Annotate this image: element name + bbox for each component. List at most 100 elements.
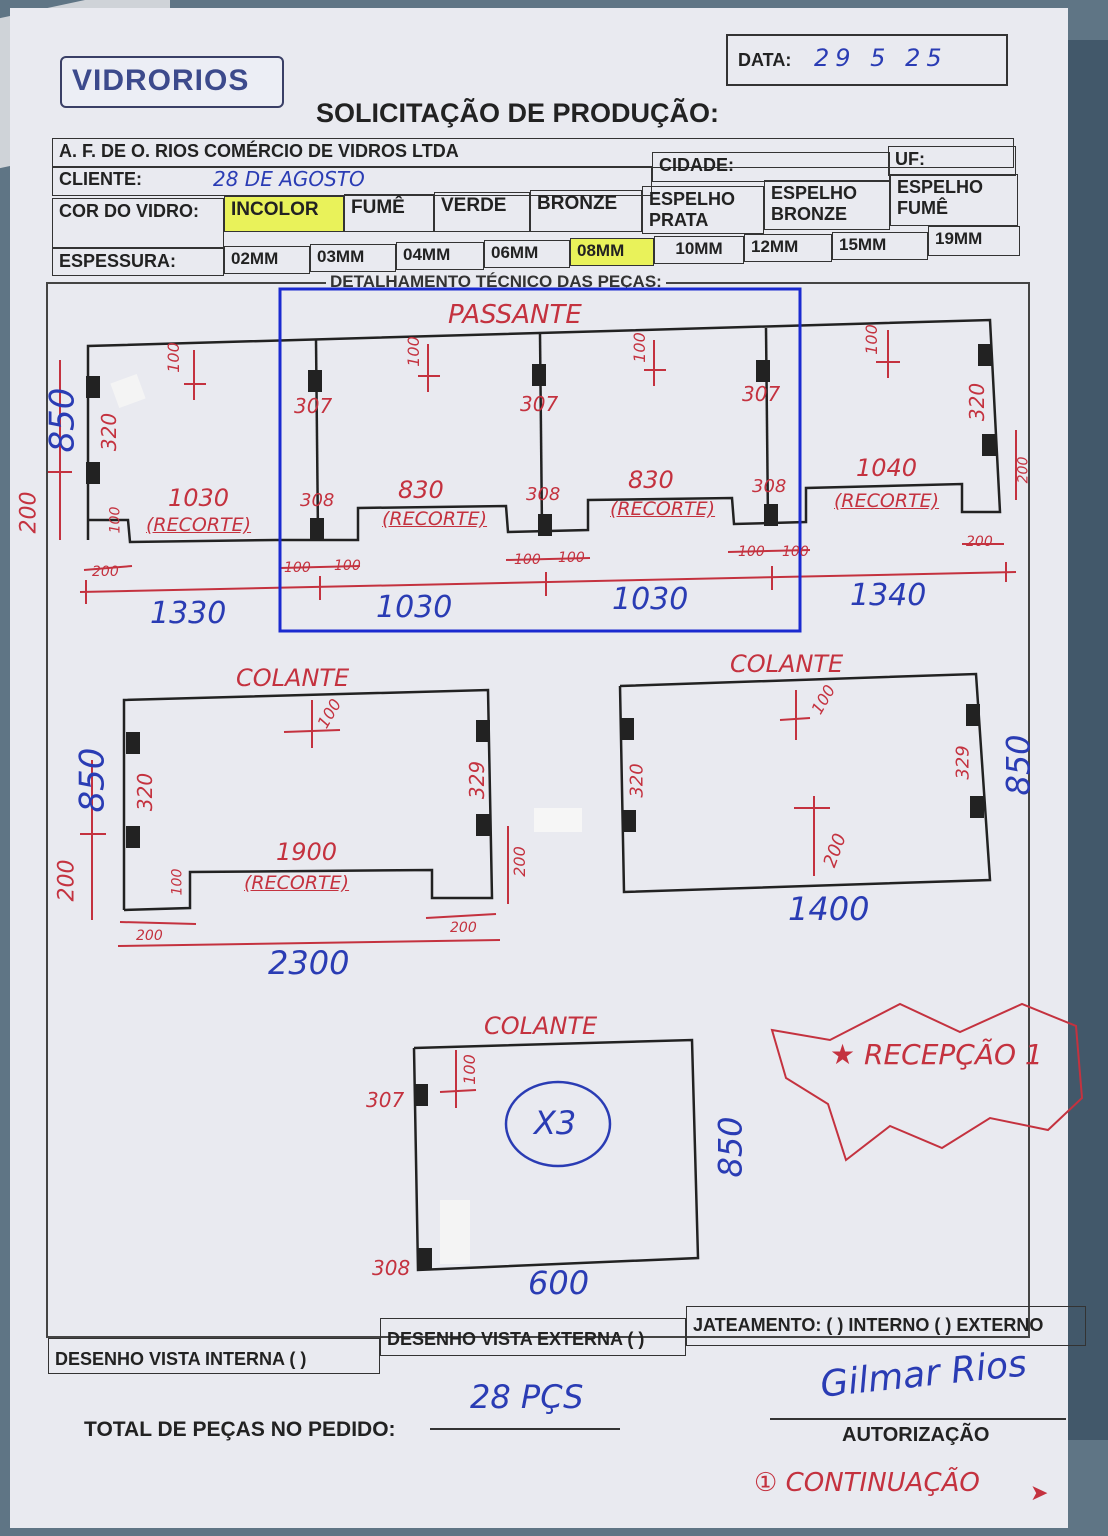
authorization-label: AUTORIZAÇÃO [842,1424,990,1446]
date-label: DATA: [738,50,792,70]
colante-a-cut-mark: 100 [169,868,186,896]
thickness-option-04mm[interactable]: 04MM [396,242,484,270]
thickness-option-19mm[interactable]: 19MM [928,226,1020,256]
passante-left-margin: 200 [16,491,42,534]
total-value[interactable]: 28 PÇS [470,1378,584,1416]
total-underline [430,1428,620,1430]
colante-c-mark-top: 307 [366,1088,405,1112]
passante-small-dim-5: 100 [558,550,585,566]
logo-text: VIDRORIOS [72,64,250,97]
passante-mark-top-1: 100 [163,342,183,373]
colante-c-outline [412,1038,700,1272]
continuation-note: ① CONTINUAÇÃO [754,1468,980,1498]
colante-c-hinges [414,1084,432,1270]
authorization-line [770,1418,1066,1420]
color-option-espelho-prata[interactable]: ESPELHO PRATA [642,186,764,234]
city-cell[interactable]: CIDADE: [652,152,890,182]
colante-a-cut-width: 1900 [276,838,338,866]
thickness-option-08mm[interactable]: 08MM [570,238,654,266]
total-label: TOTAL DE PEÇAS NO PEDIDO: [84,1418,396,1441]
colante-b-width: 1400 [788,890,870,928]
colante-a-recorte: (RECORTE) [244,872,350,894]
passante-mark-top-2: 100 [403,336,423,367]
passante-bottom-mark-2: 308 [526,484,561,505]
passante-segment-4: 1340 [850,578,927,613]
passante-bottom-mark-3: 308 [752,476,787,497]
quantity-circle [504,1080,612,1168]
paper-sheet [10,8,1068,1528]
color-option-incolor[interactable]: INCOLOR [224,196,344,232]
passante-small-dim-2: 100 [284,560,311,576]
thickness-option-03mm[interactable]: 03MM [310,244,396,272]
passante-segment-1: 1330 [150,596,227,631]
continuation-arrow-icon: ➤ [1030,1480,1049,1505]
passante-cut-width-4: 1040 [856,454,918,482]
colante-c-mark-bottom: 308 [372,1256,411,1280]
client-row: CLIENTE: 28 DE AGOSTO [52,166,652,196]
thickness-option-02mm[interactable]: 02MM [224,246,310,274]
client-value[interactable]: 28 DE AGOSTO [213,167,365,191]
passante-bottom-mark-1: 308 [300,490,335,511]
passante-small-dim-7: 100 [782,544,809,560]
thickness-option-12mm[interactable]: 12MM [744,234,832,262]
passante-small-dim-1: 200 [92,564,119,580]
thickness-option-15mm[interactable]: 15MM [832,232,928,260]
passante-small-dim-8: 200 [966,534,993,550]
reception-cloud [770,1002,1084,1162]
thickness-option-06mm[interactable]: 06MM [484,240,570,268]
colante-b-dimensions [779,690,830,876]
passante-small-dim-9: 200 [1015,456,1032,484]
colante-a-title: COLANTE [236,664,350,692]
passante-cut-width-2: 830 [398,476,444,504]
passante-cut-width-3: 830 [628,466,674,494]
colante-b-hinges [620,704,984,832]
colante-a-hinge-left: 320 [133,772,158,812]
color-option-fume[interactable]: FUMÊ [344,194,434,232]
passante-cut-width-1: 1030 [168,484,230,512]
tape-piece-3 [440,1200,470,1264]
colante-a-width: 2300 [268,944,350,982]
view-external-cell[interactable]: DESENHO VISTA EXTERNA ( ) [380,1318,686,1356]
passante-side-mark-2: 307 [520,392,559,416]
colante-a-height: 850 [72,747,113,813]
passante-dimensions [48,330,1017,604]
passante-small-dim-4: 100 [514,552,541,568]
color-option-bronze[interactable]: BRONZE [530,190,642,232]
passante-mark-top-3: 100 [629,332,649,363]
colante-a-left-margin: 200 [54,859,80,902]
color-option-verde[interactable]: VERDE [434,192,530,232]
tape-piece-1 [110,373,146,409]
passante-small-dim-3: 100 [334,558,361,574]
color-option-espelho-fume[interactable]: ESPELHO FUMÊ [890,174,1018,226]
colante-a-dimensions [80,700,509,947]
passante-recorte-3: (RECORTE) [610,498,716,520]
passante-hinge-left: 320 [97,412,122,452]
view-internal-cell[interactable]: DESENHO VISTA INTERNA ( ) [48,1338,380,1374]
reception-note: ★ RECEPÇÃO 1 [830,1038,1043,1071]
passante-recorte-4: (RECORTE) [834,490,940,512]
colante-c-top-mark: 100 [459,1054,479,1085]
uf-cell[interactable]: UF: [888,146,1016,176]
colante-b-height: 850 [999,734,1038,796]
passante-segment-2: 1030 [376,590,453,625]
colante-b-hinge-right: 329 [952,745,974,780]
passante-small-dim-6: 100 [738,544,765,560]
colante-a-bottom-left: 200 [136,928,163,944]
colante-c-quantity: X3 [534,1104,577,1142]
sandblast-cell[interactable]: JATEAMENTO: ( ) INTERNO ( ) EXTERNO [686,1306,1086,1346]
background-card [1060,40,1108,1440]
glass-color-label: COR DO VIDRO: [52,198,224,248]
selection-rectangle [278,287,802,633]
date-box: DATA: 29 5 25 [726,34,1008,86]
passante-side-mark-1: 307 [294,394,333,418]
date-value[interactable]: 29 5 25 [814,44,948,72]
passante-recorte-1: (RECORTE) [146,514,252,536]
passante-segment-3: 1030 [612,582,689,617]
thickness-label: ESPESSURA: [52,248,224,276]
company-logo: VIDRORIOS [60,56,284,108]
thickness-option-10mm[interactable]: 10MM [654,236,744,264]
color-option-espelho-bronze[interactable]: ESPELHO BRONZE [764,180,890,230]
passante-mark-top-4: 100 [861,324,881,355]
passante-recorte-2: (RECORTE) [382,508,488,530]
